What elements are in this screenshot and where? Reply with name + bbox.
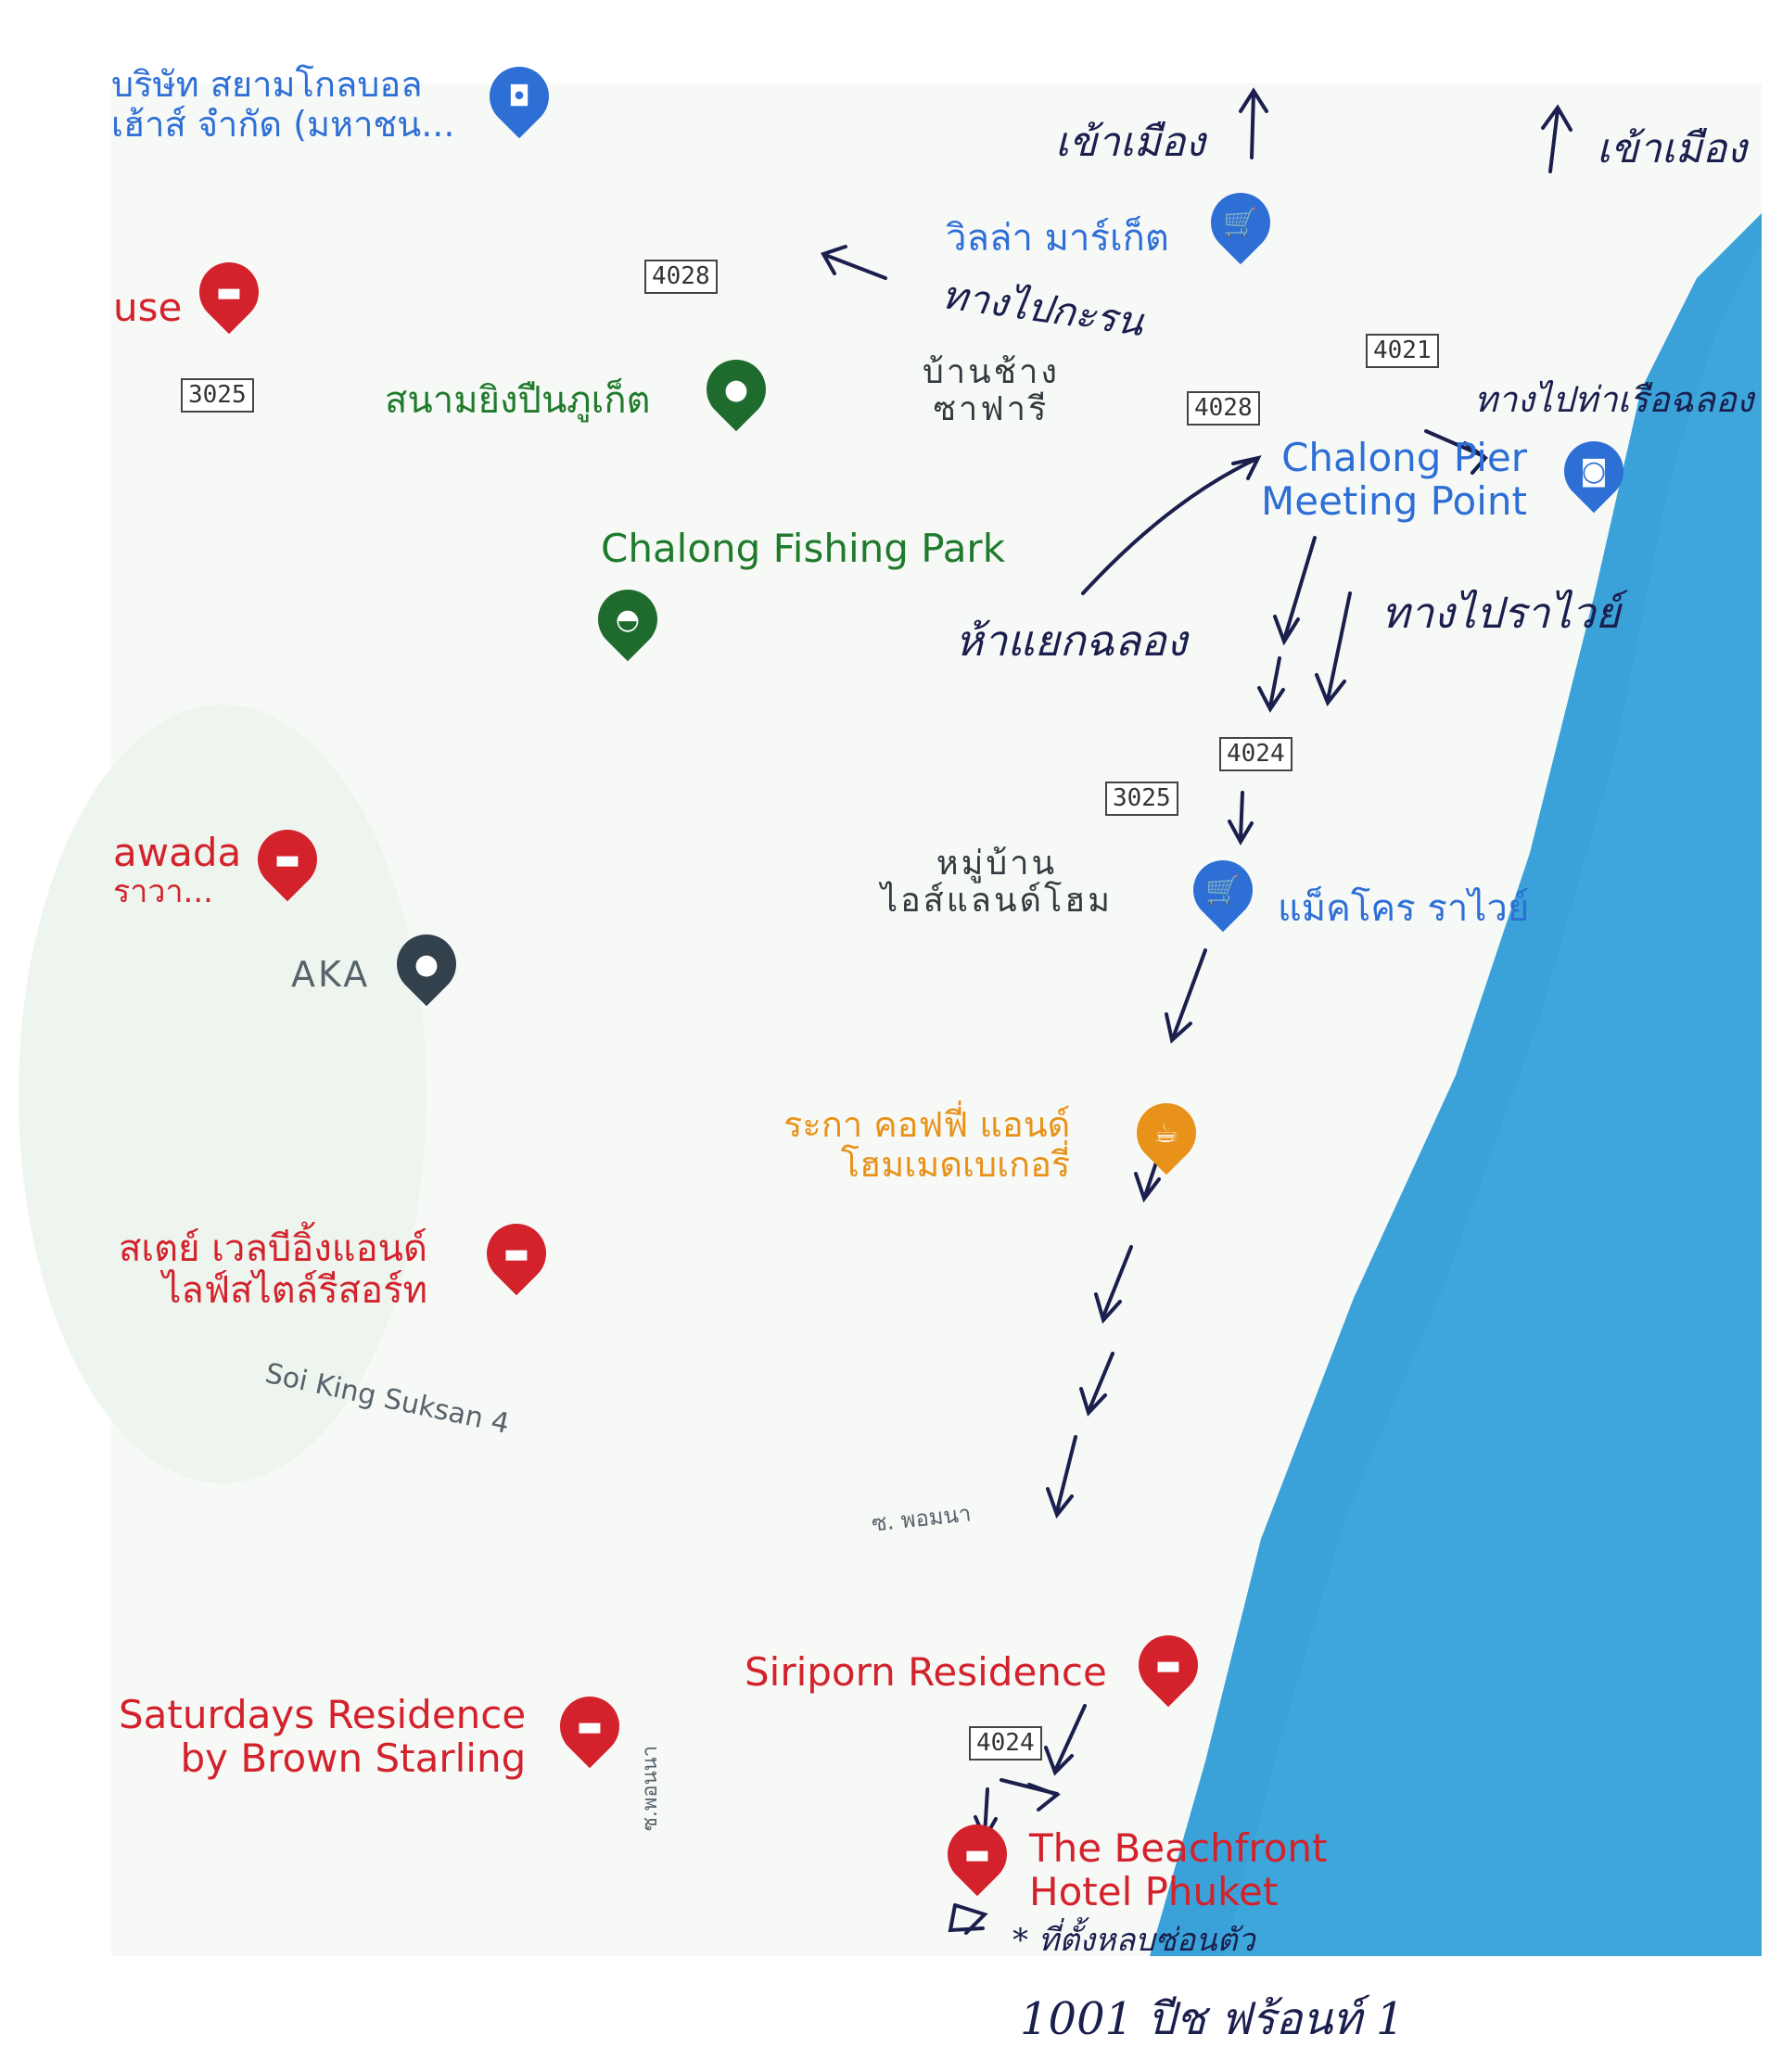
aka-label[interactable]: AKA [291, 954, 371, 995]
company-label-line2: เฮ้าส์ จำกัด (มหาชน... [111, 103, 455, 145]
ban-chang-safari-line2: ซาฟารี [933, 390, 1050, 429]
note-to-town-right: เข้าเมือง [1597, 125, 1747, 172]
makro-label[interactable]: แม็คโคร ราไวย์ [1278, 887, 1530, 930]
chalong-pier-label[interactable]: Chalong Pier Meeting Point [1261, 436, 1527, 523]
road-shield-3025: 3025 [1105, 782, 1178, 816]
cafe-pin[interactable]: ☕ [1124, 1090, 1209, 1176]
hotel-pin-stay[interactable]: ▬ [474, 1211, 559, 1296]
company-label[interactable]: บริษัท สยามโกลบอล เฮ้าส์ จำกัด (มหาชน... [111, 65, 454, 144]
chalong-pier-line2: Meeting Point [1261, 478, 1527, 525]
island-home-line1: หมู่บ้าน [936, 845, 1058, 883]
note-chalong-intersection: ห้าแยกฉลอง [955, 616, 1188, 666]
fish-icon: ◓ [615, 603, 641, 636]
hotel-label-use[interactable]: use [113, 285, 183, 330]
road-shield-4028: 4028 [644, 260, 718, 294]
raka-cafe-line2: โฮมเมดเบเกอรี่ [840, 1143, 1071, 1185]
awada-line1: awada [113, 830, 242, 875]
raka-cafe-label[interactable]: ระกา คอฟฟี่ แอนด์ โฮมเมดเบเกอรี่ [783, 1105, 1070, 1184]
shopping-cart-icon: 🛒 [1205, 873, 1241, 907]
villa-market-pin[interactable]: 🛒 [1198, 180, 1283, 265]
note-to-town-left: เข้าเมือง [1055, 119, 1205, 166]
siriporn-pin[interactable]: ▬ [1126, 1622, 1211, 1708]
ban-chang-safari-label[interactable]: บ้านช้าง ซาฟารี [923, 353, 1060, 429]
shopping-cart-icon: 🛒 [1223, 206, 1258, 239]
saturdays-pin[interactable]: ▬ [547, 1684, 632, 1769]
hotel-pin-use[interactable]: ▬ [186, 249, 272, 335]
note-to-chalong-pier: ทางไปท่าเรือฉลอง [1474, 379, 1754, 420]
stay-wellbeing-label[interactable]: สเตย์ เวลบีอิ้งแอนด์ ไลฟ์สไตล์รีสอร์ท [119, 1228, 427, 1312]
island-home-line2: ไอส์แลนด์โฮม [881, 882, 1113, 921]
bed-icon: ▬ [503, 1237, 530, 1270]
chalong-pier-line1: Chalong Pier [1281, 435, 1527, 480]
note-location: * ที่ตั้งหลบซ่อนตัว [1012, 1922, 1255, 1959]
beachfront-pin[interactable]: ▬ [935, 1811, 1020, 1897]
fishing-park-pin[interactable]: ◓ [585, 577, 670, 662]
makro-pin[interactable]: 🛒 [1180, 847, 1266, 933]
road-shield-4028: 4028 [1187, 391, 1260, 426]
beachfront-label[interactable]: The Beachfront Hotel Phuket [1029, 1826, 1327, 1913]
stay-wellbeing-line1: สเตย์ เวลบีอิ้งแอนด์ [119, 1227, 427, 1270]
shooting-range-pin[interactable]: ● [694, 347, 779, 432]
beachfront-line2: Hotel Phuket [1029, 1869, 1279, 1915]
left-edge-road-label: ซ.พอนนา [639, 1745, 662, 1831]
island-home-label[interactable]: หมู่บ้าน ไอส์แลนด์โฮม [881, 845, 1113, 921]
company-label-line1: บริษัท สยามโกลบอล [111, 64, 423, 105]
note-date: 1001 ปีช ฟร้อนท์ 1 [1020, 1993, 1405, 2045]
bed-icon: ▬ [576, 1710, 604, 1743]
villa-market-label[interactable]: วิลล่า มาร์เก็ต [946, 217, 1169, 260]
place-pin-icon: ● [414, 947, 439, 981]
road-shield-3025: 3025 [181, 378, 254, 413]
aka-pin[interactable]: ● [384, 922, 469, 1007]
bed-icon: ▬ [215, 275, 243, 309]
awada-line2: ราวา... [113, 873, 213, 911]
siriporn-label[interactable]: Siriporn Residence [745, 1649, 1107, 1695]
saturdays-line2: by Brown Starling [180, 1735, 527, 1782]
beachfront-line1: The Beachfront [1029, 1825, 1328, 1871]
place-pin-icon: ● [723, 373, 749, 406]
bed-icon: ▬ [963, 1837, 991, 1871]
road-shield-4024: 4024 [969, 1726, 1042, 1761]
bed-icon: ▬ [274, 843, 301, 876]
bed-icon: ▬ [1154, 1648, 1182, 1682]
coffee-cup-icon: ☕ [1153, 1116, 1179, 1150]
chalong-pier-pin[interactable]: ◙ [1551, 428, 1636, 514]
shop-icon: ◘ [508, 80, 530, 113]
hotel-pin-awada[interactable]: ▬ [245, 817, 330, 902]
note-to-rawai: ทางไปราไวย์ [1382, 588, 1621, 638]
road-shield-4024: 4024 [1219, 737, 1292, 771]
shop-pin-top[interactable]: ◘ [477, 54, 562, 139]
ban-chang-safari-line1: บ้านช้าง [923, 353, 1060, 391]
camera-icon: ◙ [1580, 454, 1608, 488]
raka-cafe-line1: ระกา คอฟฟี่ แอนด์ [783, 1104, 1071, 1145]
shooting-range-label[interactable]: สนามยิงปืนภูเก็ต [385, 379, 651, 422]
saturdays-label[interactable]: Saturdays Residence by Brown Starling [119, 1693, 526, 1780]
stay-wellbeing-line2: ไลฟ์สไตล์รีสอร์ท [162, 1268, 427, 1312]
saturdays-line1: Saturdays Residence [119, 1692, 527, 1737]
awada-label[interactable]: awada ราวา... [113, 831, 241, 909]
fishing-park-label[interactable]: Chalong Fishing Park [601, 526, 1006, 571]
road-shield-4021: 4021 [1366, 334, 1439, 368]
